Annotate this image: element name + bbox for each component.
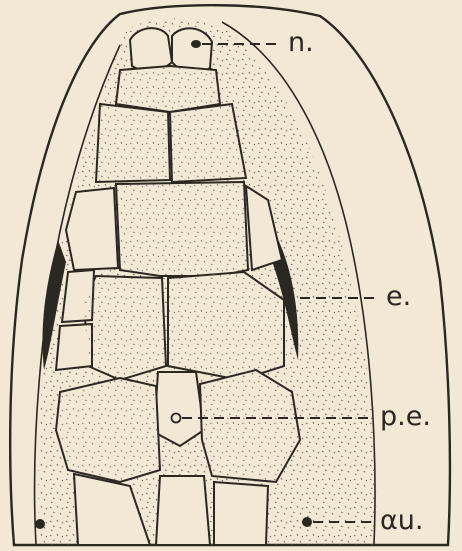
supraocular-plate-left	[66, 188, 118, 270]
nostril-mark	[191, 40, 201, 48]
label-eye: e.	[386, 283, 411, 310]
nasal-plate-right	[172, 28, 212, 72]
label-ear: αu.	[380, 507, 424, 534]
occipital-plate-right	[214, 482, 268, 545]
occipital-plate-mid	[156, 476, 210, 545]
ear-mark-right	[302, 517, 312, 527]
interparietal-plate	[154, 372, 204, 446]
label-nostril: n.	[288, 29, 314, 56]
label-parietal-eye: p.e.	[380, 403, 431, 430]
nasal-plate-left	[130, 28, 172, 71]
ear-mark-left	[35, 519, 45, 529]
